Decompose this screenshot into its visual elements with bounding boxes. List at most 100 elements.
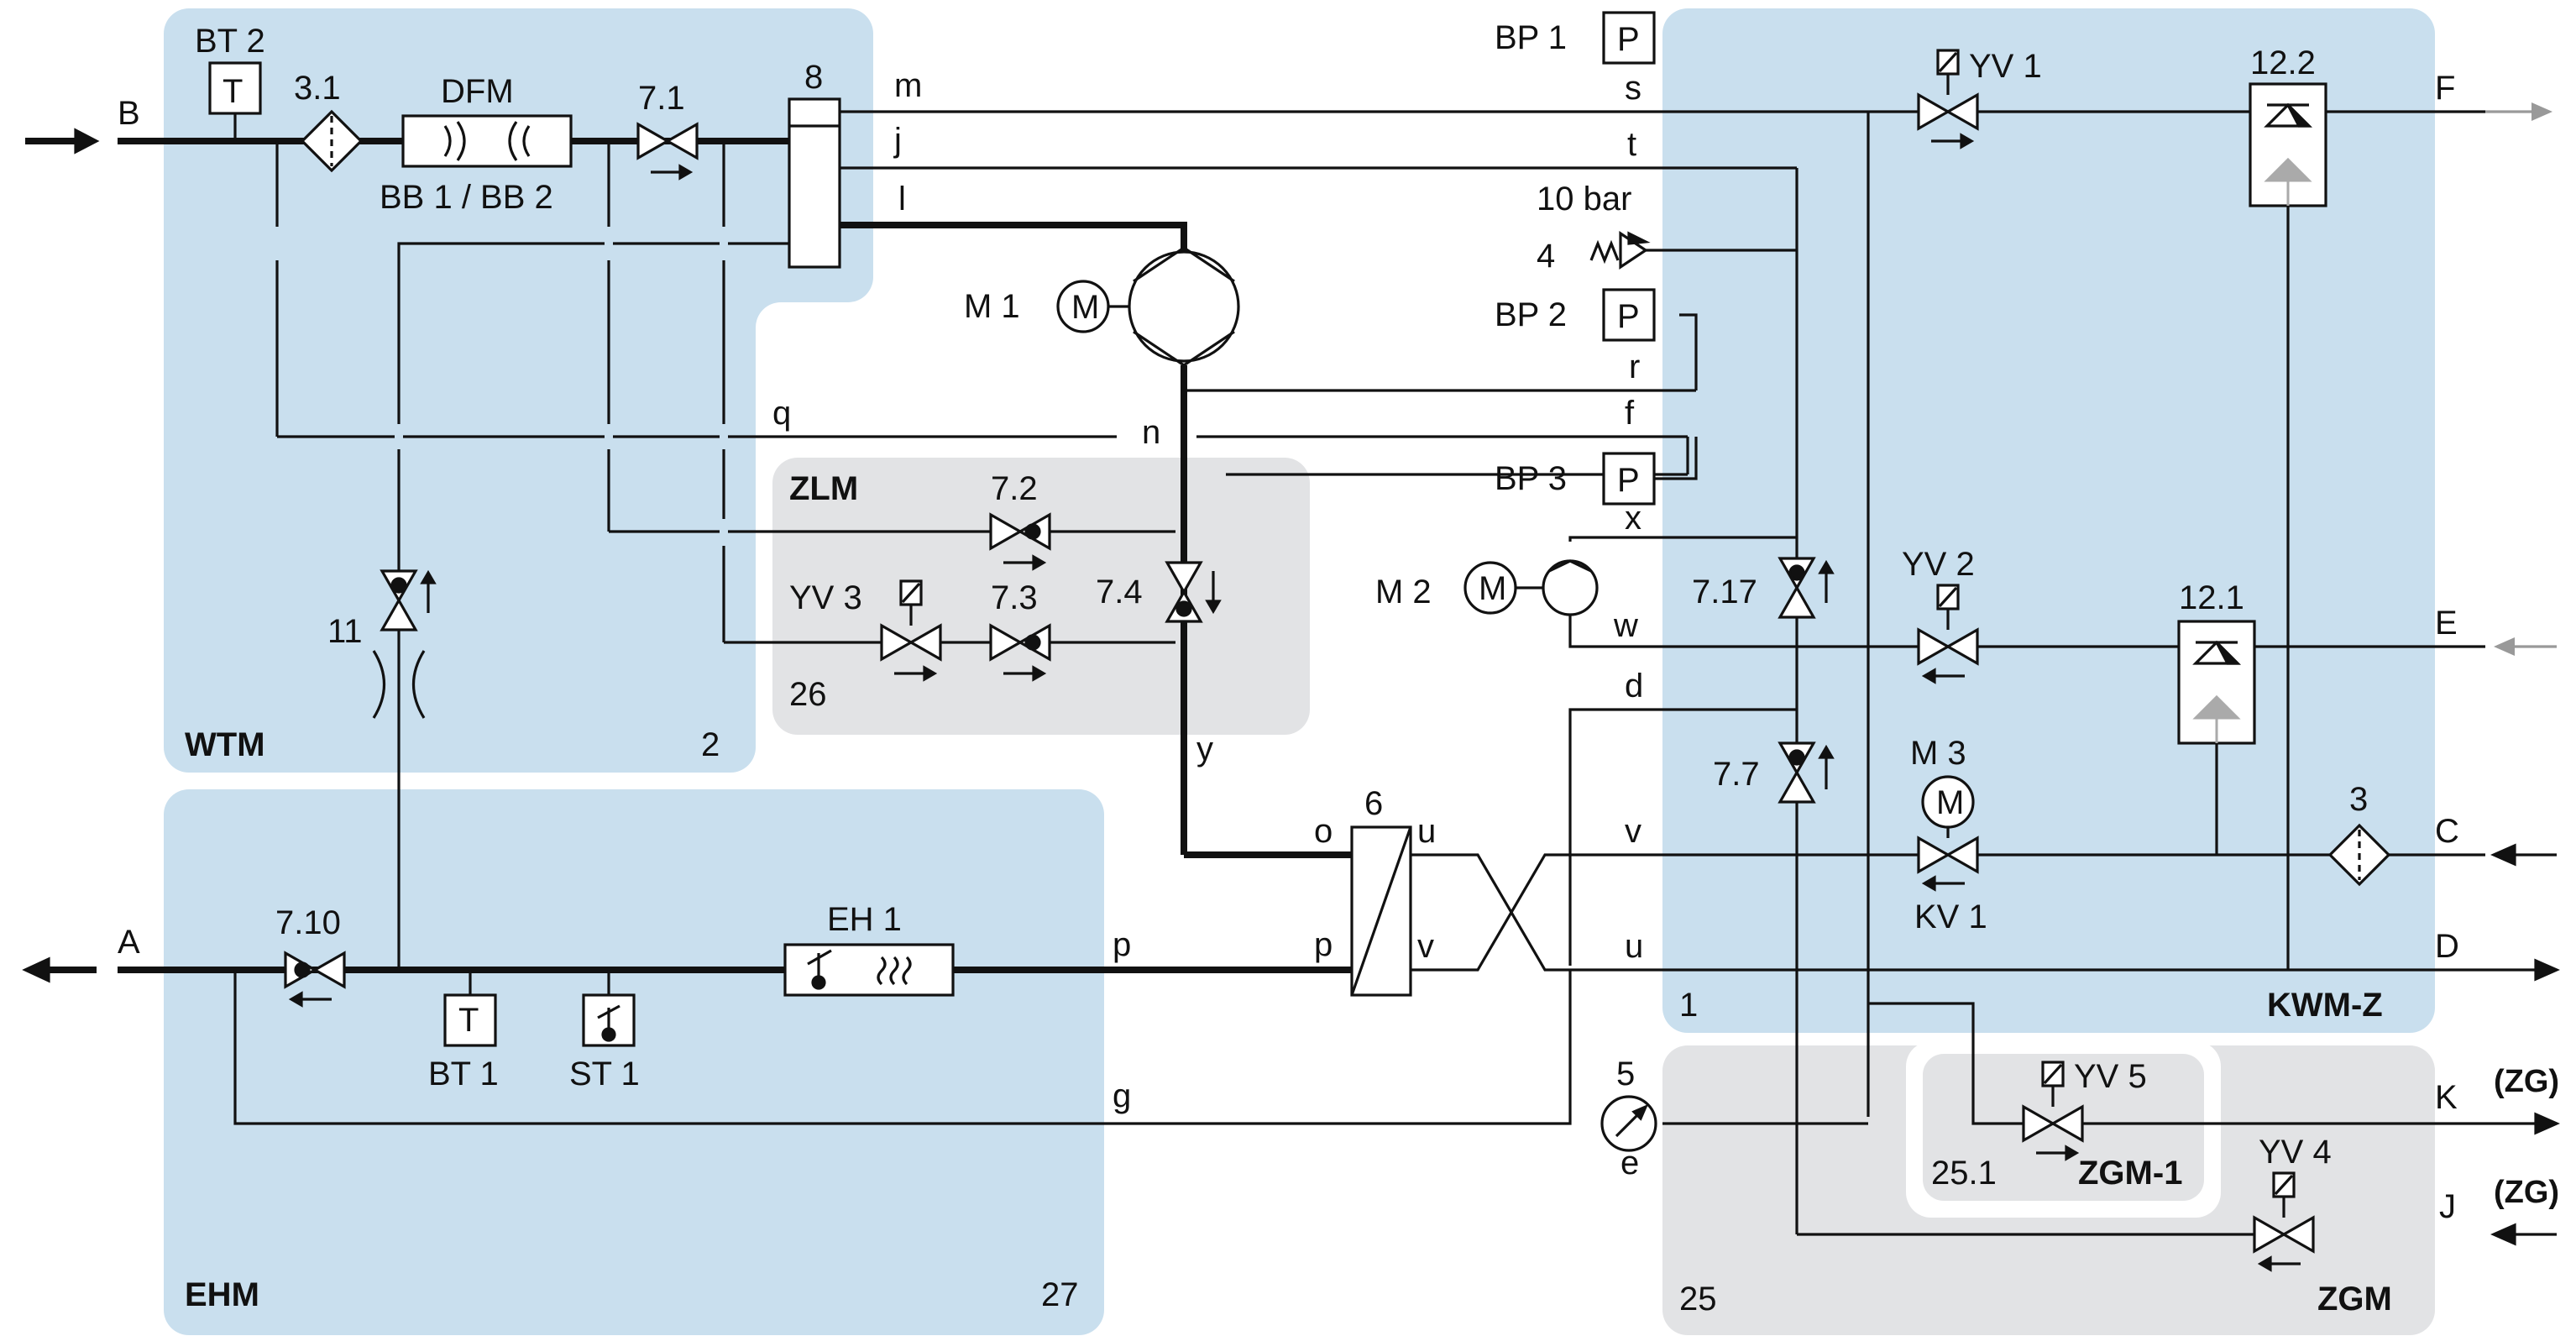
port-label-j-zg: (ZG) bbox=[2494, 1175, 2559, 1210]
zone-wtm bbox=[164, 8, 873, 773]
label-manifold-8: 8 bbox=[804, 59, 823, 96]
relief-valve-4 bbox=[1589, 231, 1651, 270]
zone-label-kwmz: KWM-Z bbox=[2267, 987, 2383, 1024]
line-label-t: t bbox=[1627, 126, 1636, 163]
line-label-e: e bbox=[1620, 1145, 1639, 1181]
label-bp2-p: P bbox=[1617, 298, 1640, 335]
label-filter-3: 3 bbox=[2349, 781, 2368, 818]
zone-zlm bbox=[772, 458, 1310, 735]
label-yv5: YV 5 bbox=[2074, 1058, 2147, 1095]
label-valve-7-4: 7.4 bbox=[1096, 574, 1143, 610]
line-label-d: d bbox=[1625, 668, 1643, 705]
line-label-s: s bbox=[1625, 70, 1641, 107]
label-m1: M 1 bbox=[964, 288, 1020, 325]
electric-heater-eh1 bbox=[783, 943, 955, 997]
label-kv1: KV 1 bbox=[1914, 899, 1987, 935]
valve-11 bbox=[372, 569, 437, 719]
port-label-j: J bbox=[2439, 1188, 2456, 1225]
label-bt1-t: T bbox=[458, 1002, 479, 1039]
label-valve-7-1: 7.1 bbox=[638, 80, 685, 117]
line-label-j: j bbox=[893, 122, 902, 159]
label-valve-11: 11 bbox=[327, 613, 363, 650]
port-label-c: C bbox=[2435, 813, 2459, 850]
valve-7-2 bbox=[989, 512, 1051, 571]
label-valve-7-7: 7.7 bbox=[1713, 756, 1760, 793]
line-label-y: y bbox=[1196, 731, 1213, 768]
zone-number-wtm: 2 bbox=[701, 726, 720, 763]
solenoid-valve-yv5 bbox=[2022, 1061, 2084, 1161]
zone-label-zgm: ZGM bbox=[2317, 1281, 2392, 1318]
label-filter-3-1: 3.1 bbox=[294, 70, 341, 107]
zone-number-zgm1: 25.1 bbox=[1931, 1155, 1997, 1192]
zone-number-zlm: 26 bbox=[789, 676, 827, 713]
heat-exchanger-6 bbox=[1350, 825, 1412, 997]
label-bb: BB 1 / BB 2 bbox=[380, 179, 553, 216]
label-valve-7-2: 7.2 bbox=[991, 470, 1038, 507]
line-crossing-gaps bbox=[273, 227, 728, 546]
solenoid-valve-yv4 bbox=[2253, 1171, 2315, 1272]
valve-7-10 bbox=[284, 951, 346, 1008]
label-bt1: BT 1 bbox=[428, 1056, 499, 1092]
temperature-sensor-bt2 bbox=[208, 61, 262, 141]
label-yv2: YV 2 bbox=[1902, 546, 1975, 583]
label-eh1: EH 1 bbox=[827, 901, 902, 938]
label-bt2: BT 2 bbox=[195, 23, 265, 60]
label-relief-4: 4 bbox=[1537, 238, 1555, 275]
line-label-p-left: p bbox=[1113, 926, 1131, 963]
solenoid-valve-yv1 bbox=[1917, 49, 1979, 149]
line-label-p: p bbox=[1314, 926, 1333, 963]
port-label-f: F bbox=[2435, 70, 2455, 107]
pressure-sensor-bp1 bbox=[1602, 11, 1656, 65]
label-bt2-t: T bbox=[223, 73, 243, 110]
label-m2: M 2 bbox=[1375, 574, 1432, 610]
port-arrows bbox=[22, 102, 2560, 1246]
filter-3 bbox=[2327, 823, 2391, 887]
label-dfm: DFM bbox=[441, 73, 514, 110]
label-bp1: BP 1 bbox=[1495, 19, 1567, 56]
label-valve-7-3: 7.3 bbox=[991, 579, 1038, 616]
label-m1-m: M bbox=[1071, 289, 1099, 326]
safety-thermostat-st1 bbox=[582, 970, 636, 1047]
solenoid-valve-yv2 bbox=[1917, 584, 1979, 684]
zone-label-ehm: EHM bbox=[185, 1276, 259, 1313]
zone-number-ehm: 27 bbox=[1041, 1276, 1079, 1313]
line-label-m: m bbox=[894, 67, 922, 104]
zone-label-wtm: WTM bbox=[185, 726, 265, 763]
line-label-f: f bbox=[1625, 395, 1635, 432]
label-st1: ST 1 bbox=[569, 1056, 640, 1092]
label-yv3: YV 3 bbox=[789, 579, 862, 616]
manifold-8 bbox=[788, 97, 841, 269]
zone-kwmz bbox=[1662, 8, 2435, 1033]
valve-7-1 bbox=[636, 122, 699, 181]
line-label-v-hx: v bbox=[1417, 928, 1434, 965]
label-m3: M 3 bbox=[1910, 735, 1966, 772]
port-label-e: E bbox=[2435, 605, 2458, 642]
line-label-x: x bbox=[1625, 500, 1641, 537]
temperature-sensor-bt1 bbox=[443, 970, 497, 1047]
zone-label-zlm: ZLM bbox=[789, 470, 858, 507]
label-bp2: BP 2 bbox=[1495, 296, 1567, 333]
pressure-sensor-bp3 bbox=[1602, 437, 1698, 506]
label-12-1: 12.1 bbox=[2179, 579, 2244, 616]
valve-7-3 bbox=[989, 623, 1051, 682]
pump-m2 bbox=[1463, 559, 1599, 616]
label-yv1: YV 1 bbox=[1969, 48, 2042, 85]
valve-7-4 bbox=[1165, 561, 1222, 623]
label-gauge-5: 5 bbox=[1616, 1056, 1635, 1092]
valve-7-17 bbox=[1778, 557, 1835, 619]
zone-number-zgm: 25 bbox=[1679, 1281, 1717, 1318]
label-m3-m: M bbox=[1936, 784, 1964, 821]
line-label-g: g bbox=[1113, 1077, 1131, 1114]
line-label-u-hx: u bbox=[1417, 813, 1436, 850]
line-label-n: n bbox=[1142, 414, 1160, 451]
label-m2-m: M bbox=[1479, 570, 1506, 607]
check-valve-block-12-2 bbox=[2249, 82, 2327, 207]
line-label-o: o bbox=[1314, 813, 1333, 850]
port-label-k: K bbox=[2435, 1079, 2458, 1116]
line-label-r: r bbox=[1629, 348, 1640, 385]
zone-label-zgm1: ZGM-1 bbox=[2078, 1155, 2182, 1192]
port-label-a: A bbox=[118, 924, 140, 961]
port-label-k-zg: (ZG) bbox=[2494, 1064, 2559, 1099]
filter-3-1 bbox=[300, 109, 364, 173]
label-yv4: YV 4 bbox=[2259, 1134, 2332, 1171]
